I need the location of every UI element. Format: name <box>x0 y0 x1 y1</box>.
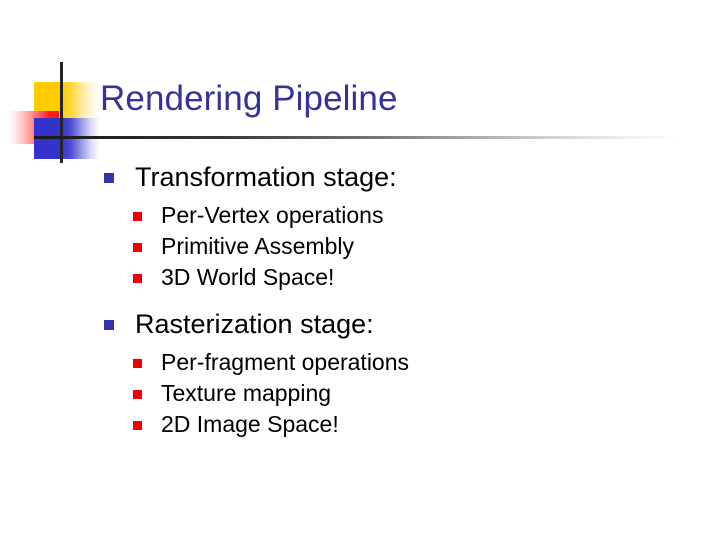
square-bullet-icon <box>133 421 142 430</box>
outline-item-level2-label: 2D Image Space! <box>161 411 339 437</box>
vertical-rule <box>60 62 63 163</box>
outline-item-level2-label: 3D World Space! <box>161 264 335 290</box>
outline-item-level1-label: Transformation stage: <box>135 162 397 192</box>
square-bullet-icon <box>104 320 114 330</box>
outline-item-level2: Primitive Assembly <box>0 231 720 262</box>
outline-item-level2: Per-fragment operations <box>0 347 720 378</box>
outline-item-level2: 2D Image Space! <box>0 409 720 440</box>
outline-item-level2: Per-Vertex operations <box>0 200 720 231</box>
square-bullet-icon <box>133 274 142 283</box>
red-square-shape <box>8 111 59 144</box>
square-bullet-icon <box>133 212 142 221</box>
square-bullet-icon <box>133 390 142 399</box>
outline-item-level1: Transformation stage: <box>0 160 720 194</box>
slide-title: Rendering Pipeline <box>100 79 398 118</box>
square-bullet-icon <box>133 243 142 252</box>
yellow-square-shape <box>34 82 100 122</box>
outline-item-level2-label: Per-fragment operations <box>161 349 410 375</box>
outline-sublist: Per-Vertex operations Primitive Assembly… <box>0 200 720 293</box>
outline-item-level2: Texture mapping <box>0 378 720 409</box>
slide-body: Transformation stage: Per-Vertex operati… <box>0 160 720 440</box>
outline-item-level1: Rasterization stage: <box>0 307 720 341</box>
square-bullet-icon <box>133 359 142 368</box>
outline-item-level2-label: Texture mapping <box>161 380 332 406</box>
outline-sublist: Per-fragment operations Texture mapping … <box>0 347 720 440</box>
horizontal-rule <box>34 136 682 139</box>
outline-item-level2: 3D World Space! <box>0 262 720 293</box>
outline-item-level2-label: Per-Vertex operations <box>161 202 384 228</box>
outline-item-level2-label: Primitive Assembly <box>161 233 354 259</box>
outline-item-level1-label: Rasterization stage: <box>135 309 374 339</box>
square-bullet-icon <box>104 173 114 183</box>
